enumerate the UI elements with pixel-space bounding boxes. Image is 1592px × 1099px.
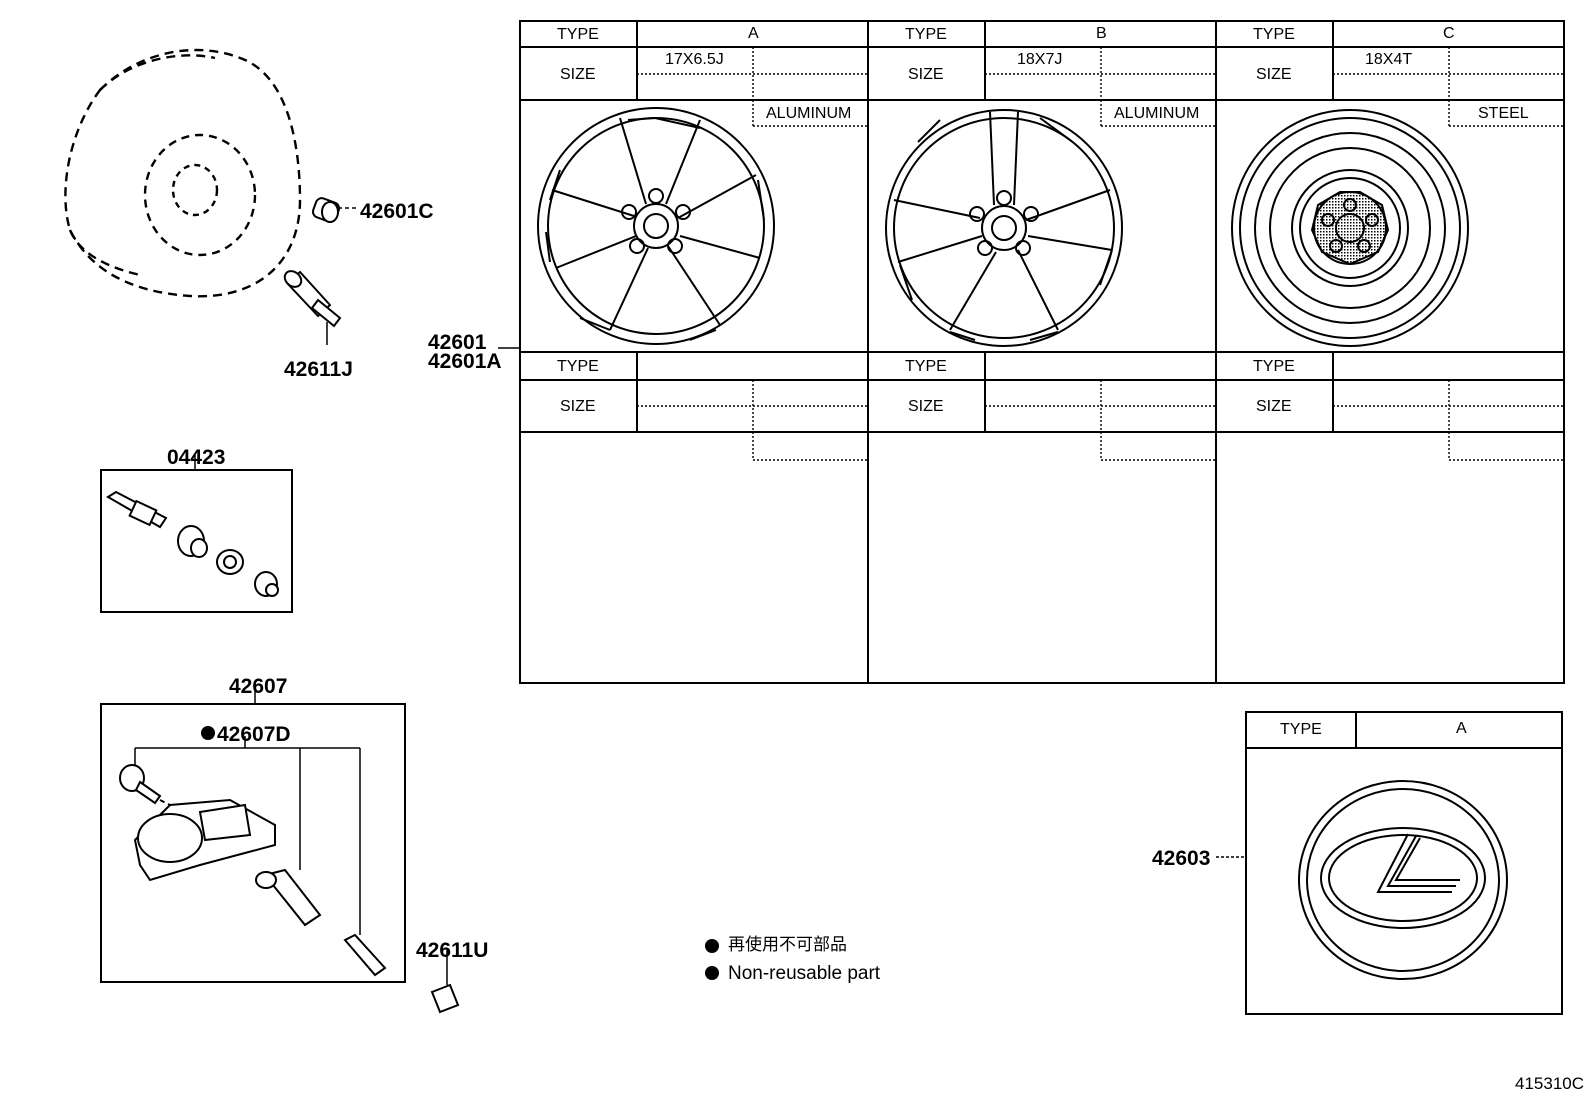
part-label-04423: 04423 <box>167 446 226 469</box>
material-c: STEEL <box>1478 105 1529 122</box>
part-label-42601c: 42601C <box>360 200 434 223</box>
part-label-42603: 42603 <box>1152 847 1211 870</box>
part-label-42611u: 42611U <box>416 939 489 962</box>
sensor-leader-lines <box>134 736 361 935</box>
wheel-table-grid <box>519 20 1565 684</box>
type-value-b: B <box>1096 25 1107 42</box>
type-header-c: TYPE <box>1253 26 1295 43</box>
size-header-a: SIZE <box>560 66 596 83</box>
size-header-b2: SIZE <box>908 398 944 415</box>
tpms-sensor-icon <box>119 764 387 977</box>
size-value-a: 17X6.5J <box>665 51 724 68</box>
part-label-42601: 42601 <box>428 331 487 354</box>
size-header-c2: SIZE <box>1256 398 1292 415</box>
part-label-42607d: 42607D <box>217 723 291 746</box>
valve-kit-frame <box>100 469 293 613</box>
wheel-c-icon <box>1231 109 1469 347</box>
type-header-c2: TYPE <box>1253 358 1295 375</box>
lexus-emblem-icon <box>1298 780 1508 980</box>
wheel-b-icon <box>885 109 1123 347</box>
valve-stem-icon <box>283 270 342 328</box>
size-header-a2: SIZE <box>560 398 596 415</box>
material-a: ALUMINUM <box>766 105 852 122</box>
size-value-b: 18X7J <box>1017 51 1063 68</box>
type-header-a2: TYPE <box>557 358 599 375</box>
material-b: ALUMINUM <box>1114 105 1200 122</box>
wheel-table-dotted-lines <box>637 47 1564 461</box>
type-header-b: TYPE <box>905 26 947 43</box>
tpms-sensor-frame <box>100 703 406 983</box>
part-label-42601a: 42601A <box>428 350 502 373</box>
type-header-a: TYPE <box>557 26 599 43</box>
illustration-id: 415310C <box>1515 1074 1585 1093</box>
wheel-a-icon <box>537 107 775 345</box>
valve-cap-icon <box>430 983 460 1014</box>
size-header-c: SIZE <box>1256 66 1292 83</box>
cap-table-grid <box>1245 711 1563 1015</box>
legend-text-jp: 再使用不可部品 <box>728 935 847 954</box>
type-value-c: C <box>1443 25 1455 42</box>
valve-kit-parts-icon <box>106 490 279 597</box>
part-label-42611j: 42611J <box>284 358 353 381</box>
part-label-42607: 42607 <box>229 675 288 698</box>
cap-type-value: A <box>1456 720 1467 737</box>
legend-bullet-en <box>705 966 719 980</box>
tire-illustration <box>64 48 302 298</box>
type-header-b2: TYPE <box>905 358 947 375</box>
cap-type-header: TYPE <box>1280 721 1322 738</box>
non-reusable-marker-icon <box>201 726 215 740</box>
size-value-c: 18X4T <box>1365 51 1413 68</box>
size-header-b: SIZE <box>908 66 944 83</box>
lug-nut-icon <box>311 197 341 223</box>
legend-bullet-jp <box>705 939 719 953</box>
type-value-a: A <box>748 25 759 42</box>
legend-text-en: Non-reusable part <box>728 963 881 984</box>
